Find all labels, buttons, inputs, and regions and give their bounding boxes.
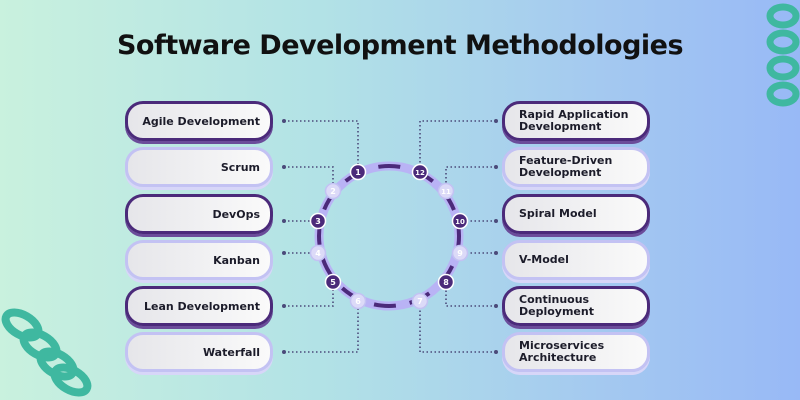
methodology-pill-left: Agile Development bbox=[125, 101, 273, 141]
methodology-label: Scrum bbox=[220, 160, 260, 174]
ring-segments bbox=[317, 164, 461, 308]
step-number: 11 bbox=[441, 188, 451, 196]
connector-line bbox=[284, 166, 334, 184]
step-number: 4 bbox=[315, 249, 321, 258]
methodology-label: Agile Development bbox=[142, 114, 260, 128]
step-marker bbox=[411, 292, 429, 310]
methodology-pill-left: Lean Development bbox=[125, 286, 273, 326]
methodology-pill-right: Spiral Model bbox=[502, 194, 650, 234]
methodology-label: Microservices Architecture bbox=[519, 339, 605, 364]
step-number: 9 bbox=[457, 249, 463, 258]
spring-decoration-top-right bbox=[766, 3, 800, 107]
methodology-label: V-Model bbox=[519, 253, 569, 266]
connector-dot bbox=[282, 119, 286, 123]
methodology-label: Continuous Deployment bbox=[519, 293, 594, 318]
connector-dot bbox=[494, 251, 498, 255]
connector-dot bbox=[494, 350, 498, 354]
methodology-pill-left: DevOps bbox=[125, 194, 273, 234]
page-title: Software Development Methodologies bbox=[116, 30, 684, 61]
step-marker bbox=[309, 212, 327, 230]
step-number: 1 bbox=[355, 168, 361, 177]
step-marker bbox=[309, 244, 327, 262]
step-number: 5 bbox=[330, 278, 336, 287]
step-marker bbox=[349, 292, 367, 310]
step-marker bbox=[451, 212, 469, 230]
step-marker bbox=[324, 273, 342, 291]
methodology-pill-left: Kanban bbox=[125, 240, 273, 280]
connector-dot bbox=[494, 165, 498, 169]
connector-line bbox=[445, 289, 496, 307]
methodology-pill-left: Scrum bbox=[125, 147, 273, 187]
step-marker bbox=[324, 182, 342, 200]
connector-dot bbox=[494, 119, 498, 123]
methodology-pill-right: V-Model bbox=[502, 240, 650, 280]
connector-dot bbox=[282, 304, 286, 308]
step-marker bbox=[411, 163, 429, 181]
connector-dot bbox=[282, 251, 286, 255]
step-number: 7 bbox=[417, 297, 423, 306]
step-marker bbox=[437, 273, 455, 291]
step-marker bbox=[437, 182, 455, 200]
step-number: 2 bbox=[330, 187, 336, 196]
connector-dot bbox=[494, 219, 498, 223]
methodology-label: Spiral Model bbox=[519, 207, 597, 220]
connector-dot bbox=[282, 350, 286, 354]
spring-decoration-bottom-left bbox=[1, 308, 92, 397]
connector-line bbox=[419, 120, 496, 165]
step-number: 8 bbox=[443, 278, 449, 287]
methodology-pill-right: Continuous Deployment bbox=[502, 286, 650, 326]
methodology-pill-right: Feature-Driven Development bbox=[502, 147, 650, 187]
connector-dot bbox=[494, 304, 498, 308]
step-number: 6 bbox=[355, 297, 361, 306]
connector-line bbox=[284, 308, 359, 353]
methodology-pill-right: Microservices Architecture bbox=[502, 332, 650, 372]
methodology-label: Waterfall bbox=[202, 345, 260, 359]
step-number: 3 bbox=[315, 217, 321, 226]
methodology-label: Lean Development bbox=[144, 299, 260, 313]
connector-line bbox=[284, 289, 334, 307]
methodology-label: Feature-Driven Development bbox=[519, 154, 613, 179]
connector-dot bbox=[282, 219, 286, 223]
step-marker bbox=[451, 244, 469, 262]
connector-line bbox=[445, 166, 496, 184]
connector-dot bbox=[282, 165, 286, 169]
methodology-label: Rapid Application Development bbox=[519, 108, 629, 133]
methodology-label: DevOps bbox=[212, 207, 260, 221]
step-number: 10 bbox=[455, 218, 465, 226]
methodology-pill-right: Rapid Application Development bbox=[502, 101, 650, 141]
step-marker bbox=[349, 163, 367, 181]
methodology-pill-left: Waterfall bbox=[125, 332, 273, 372]
connector-line bbox=[419, 308, 496, 353]
methodology-label: Kanban bbox=[213, 253, 260, 267]
step-number: 12 bbox=[415, 169, 425, 177]
connector-line bbox=[284, 120, 359, 165]
